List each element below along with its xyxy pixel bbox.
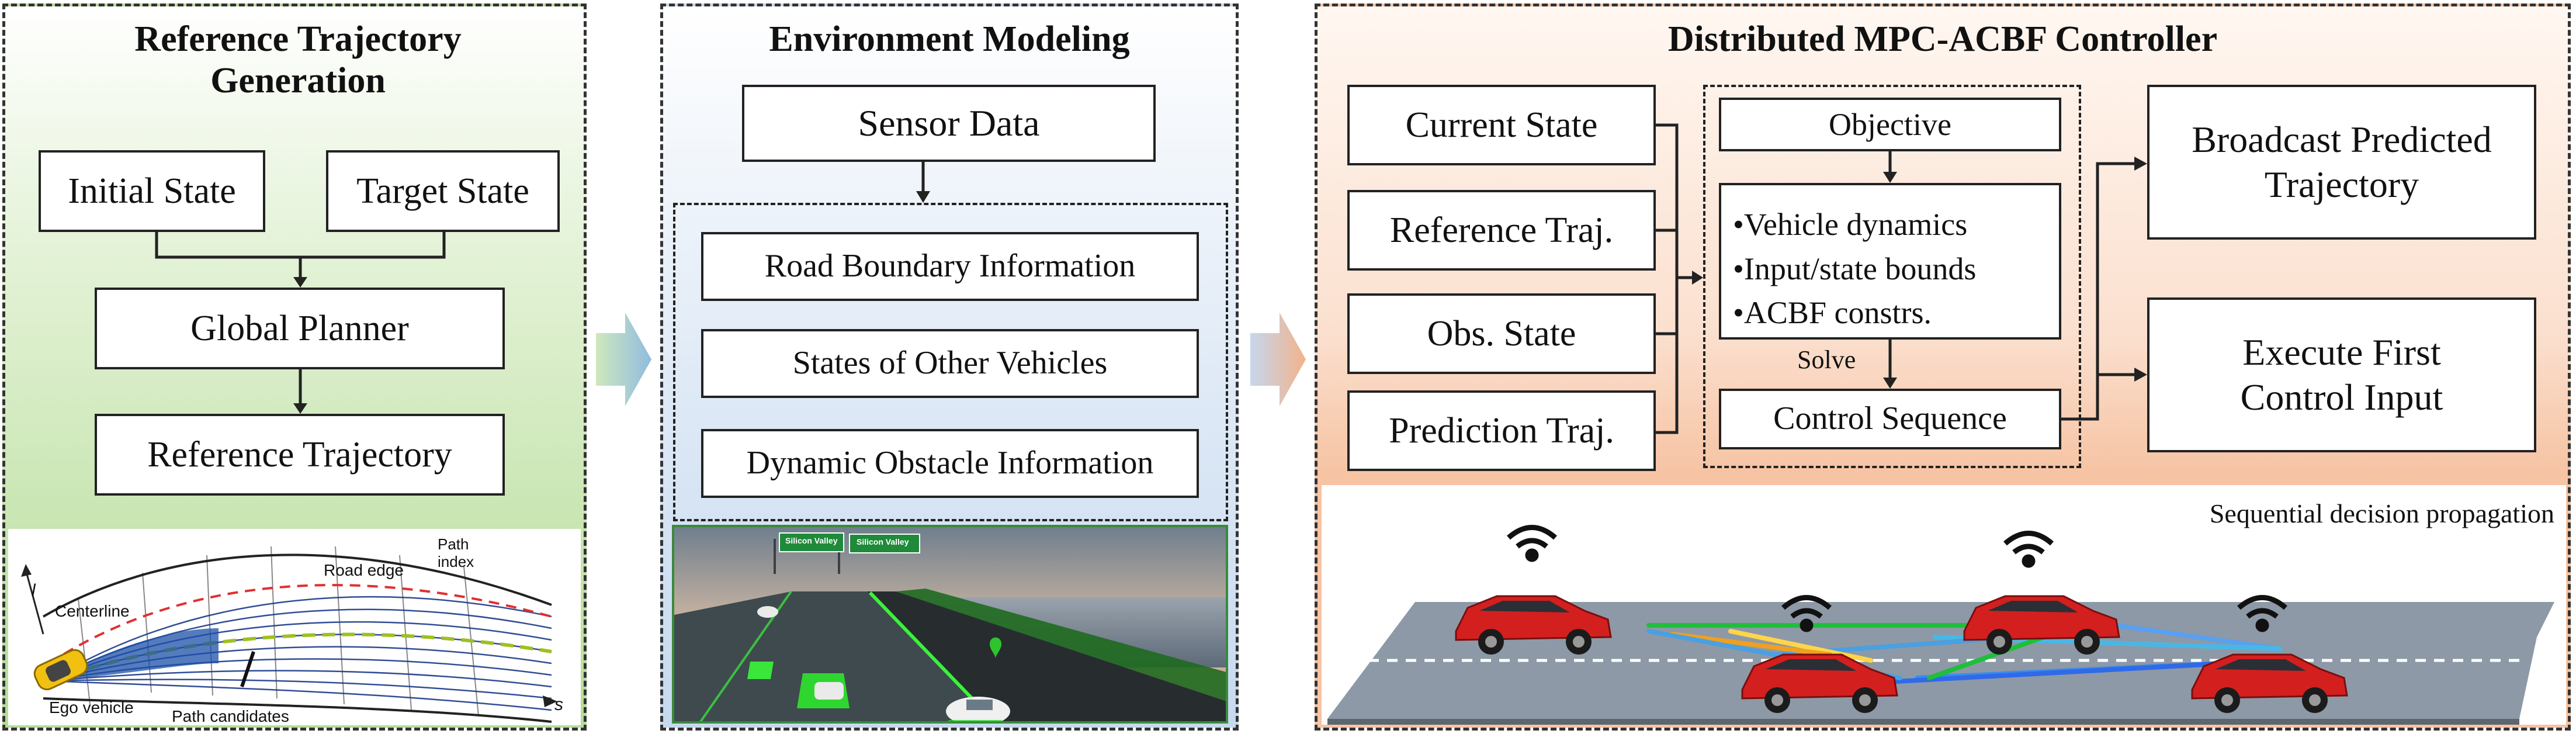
optimizer-group [1703,85,2081,468]
svg-text:Path: Path [438,535,469,553]
objective-box: Objective [1719,98,2061,151]
sensor-arrow [916,162,930,203]
path-candidates-graphic: l Road edge Path index Centerline Ego ve… [21,535,563,725]
flow-arrow-2 [1250,313,1306,406]
flow-arrow-1 [596,313,651,406]
global-planner-box: Global Planner [95,288,505,369]
panel1-title: Reference Trajectory Generation [134,19,462,101]
obs-state-box: Obs. State [1347,293,1656,374]
broadcast-line1: Broadcast Predicted [2192,118,2492,160]
constraint-acbf: •ACBF constrs. [1733,295,1932,331]
broadcast-trajectory-box: Broadcast Predicted Trajectory [2147,85,2536,240]
control-sequence-box: Control Sequence [1719,389,2061,449]
svg-text:index: index [438,553,474,570]
svg-text:Silicon Valley: Silicon Valley [857,537,909,546]
other-vehicles-box: States of Other Vehicles [701,329,1199,398]
svg-text:s: s [554,695,563,714]
road-scene: Sequential decision propagation [1322,485,2566,725]
wifi-icon-2 [1781,595,1832,632]
panel3-title: Distributed MPC-ACBF Controller [1667,19,2218,59]
execute-control-box: Execute First Control Input [2147,297,2536,452]
prediction-traj-box: Prediction Traj. [1347,390,1656,471]
red-suv-3 [1963,595,2120,655]
current-state-box: Current State [1347,85,1656,165]
path-candidates-figure: l Road edge Path index Centerline Ego ve… [8,529,581,725]
driving-scene-graphic: Silicon Valley Silicon Valley [674,527,1226,721]
svg-text:Road edge: Road edge [324,561,404,579]
road-scene-graphic [1327,525,2554,725]
red-suv-2 [1741,653,1898,713]
panel1-connectors [155,232,446,414]
svg-text:Centerline: Centerline [55,602,130,620]
panel2-title: Environment Modeling [769,19,1130,59]
constraint-input-state-bounds: •Input/state bounds [1733,251,1977,286]
constraints-box: •Vehicle dynamics •Input/state bounds •A… [1719,183,2061,340]
red-suv-1 [1455,595,1612,655]
red-suv-4 [2191,653,2348,713]
execute-line1: Execute First [2242,331,2441,373]
road-boundary-box: Road Boundary Information [701,232,1199,301]
svg-text:Path candidates: Path candidates [172,707,289,725]
wifi-icon-4 [2237,595,2287,632]
broadcast-line2: Trajectory [2264,163,2419,205]
constraint-vehicle-dynamics: •Vehicle dynamics [1733,207,1968,242]
wifi-icon-3 [2003,531,2054,568]
environment-info-group [673,203,1228,521]
svg-text:Silicon Valley: Silicon Valley [785,536,838,545]
reference-traj-box: Reference Traj. [1347,190,1656,271]
driving-scene-image: Silicon Valley Silicon Valley [672,525,1228,724]
initial-state-box: Initial State [39,150,265,232]
wifi-icon-1 [1507,525,1557,562]
svg-text:Ego vehicle: Ego vehicle [49,698,134,717]
svg-text:l: l [32,581,36,600]
sensor-data-box: Sensor Data [742,85,1156,162]
target-state-box: Target State [326,150,560,232]
ego-vehicle-icon [33,649,88,691]
reference-trajectory-box: Reference Trajectory [95,414,505,496]
solve-label: Solve [1797,345,1856,374]
execute-line2: Control Input [2240,376,2443,418]
dynamic-obstacle-box: Dynamic Obstacle Information [701,429,1199,498]
road-scene-caption: Sequential decision propagation [2209,499,2554,528]
panel3-connectors [1656,123,2147,434]
